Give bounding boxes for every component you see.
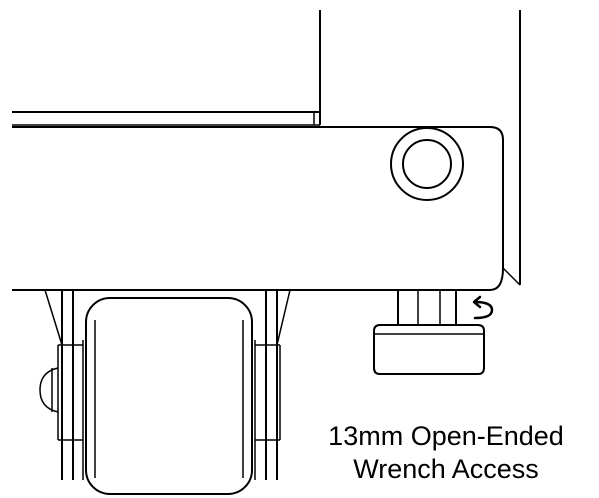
caster-wheel	[85, 297, 253, 495]
caster	[39, 289, 291, 495]
rotation-arrow-icon	[472, 295, 494, 320]
plug-inner-ring	[402, 139, 452, 189]
plug-outer-ring	[390, 127, 464, 201]
foot-pad	[373, 324, 485, 375]
fork-right-diag	[276, 289, 291, 346]
caption-line-2: Wrench Access	[353, 454, 539, 484]
rail-inner-edge	[502, 267, 521, 286]
cabinet-frame	[12, 10, 521, 285]
fork-left-diag	[44, 289, 63, 346]
leveling-foot	[373, 290, 485, 375]
rail-plug	[390, 127, 464, 201]
axle-nut	[39, 367, 59, 413]
caption-line-1: 13mm Open-Ended	[328, 421, 564, 451]
base-rail	[12, 126, 521, 291]
rail-rounded-end	[489, 126, 504, 291]
